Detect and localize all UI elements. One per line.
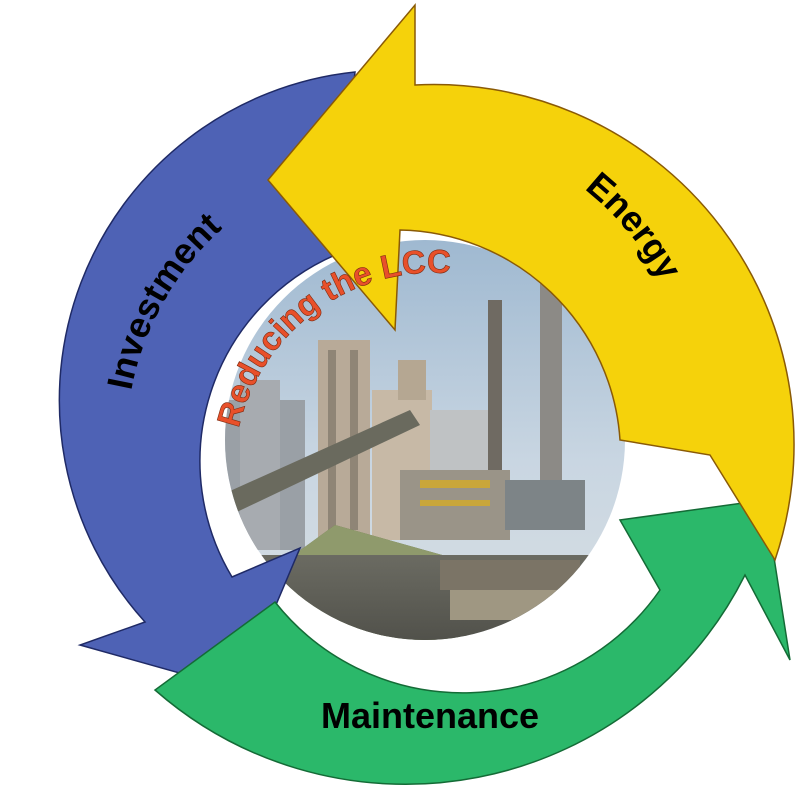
investment-arrow bbox=[58, 71, 356, 691]
energy-arrow bbox=[267, 2, 795, 562]
maintenance-label: Maintenance bbox=[321, 695, 539, 736]
maintenance-arrow bbox=[153, 499, 791, 786]
